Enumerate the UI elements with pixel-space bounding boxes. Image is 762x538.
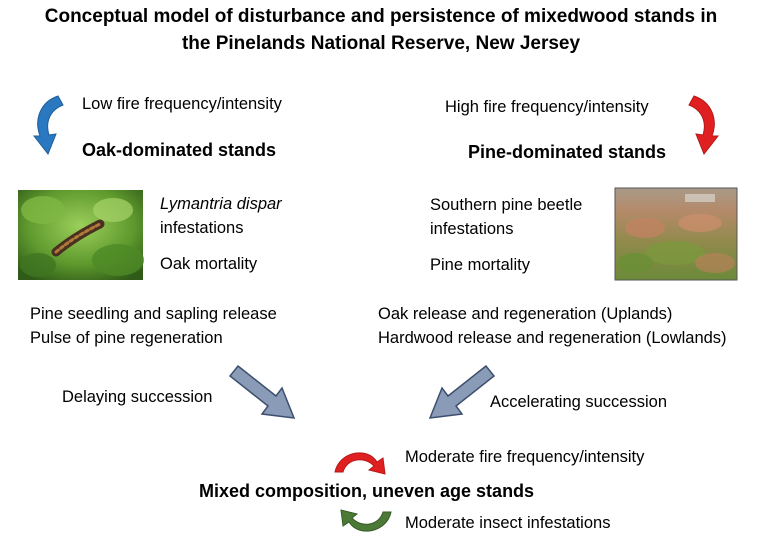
right-infestation-line2: infestations (430, 220, 514, 238)
left-succession-label: Delaying succession (62, 388, 213, 406)
red-cycle-arrow-icon (334, 452, 386, 475)
arrow-down-right-icon (228, 364, 296, 419)
left-infestation-label: infestations (160, 219, 244, 237)
blue-cycle-arrow-icon (32, 95, 64, 155)
left-mortality-label: Oak mortality (160, 255, 258, 273)
bottom-fire-frequency: Moderate fire frequency/intensity (405, 448, 645, 466)
bottom-insect-infestations: Moderate insect infestations (405, 514, 611, 532)
right-release-line2: Hardwood release and regeneration (Lowla… (378, 329, 727, 347)
right-release-line1: Oak release and regeneration (Uplands) (378, 305, 673, 323)
left-release-line1: Pine seedling and sapling release (30, 305, 277, 323)
diagram-title-line1: Conceptual model of disturbance and pers… (44, 6, 718, 27)
forest-aerial-photo (614, 187, 738, 281)
right-infestation-line1: Southern pine beetle (430, 196, 583, 214)
left-release-line2: Pulse of pine regeneration (30, 329, 223, 347)
green-cycle-arrow-icon (340, 509, 392, 532)
left-stands-label: Oak-dominated stands (82, 140, 277, 160)
arrow-down-left-icon (428, 364, 496, 419)
red-cycle-arrow-icon (688, 95, 720, 155)
diagram-title-line2: the Pinelands National Reserve, New Jers… (181, 33, 581, 54)
left-fire-frequency: Low fire frequency/intensity (82, 95, 282, 113)
left-species-name: Lymantria dispar (160, 195, 282, 213)
right-mortality-label: Pine mortality (430, 256, 530, 274)
bottom-stands-label: Mixed composition, uneven age stands (199, 481, 535, 501)
right-succession-label: Accelerating succession (490, 393, 668, 411)
caterpillar-photo (18, 190, 144, 280)
right-stands-label: Pine-dominated stands (468, 142, 667, 162)
right-fire-frequency: High fire frequency/intensity (445, 98, 649, 116)
